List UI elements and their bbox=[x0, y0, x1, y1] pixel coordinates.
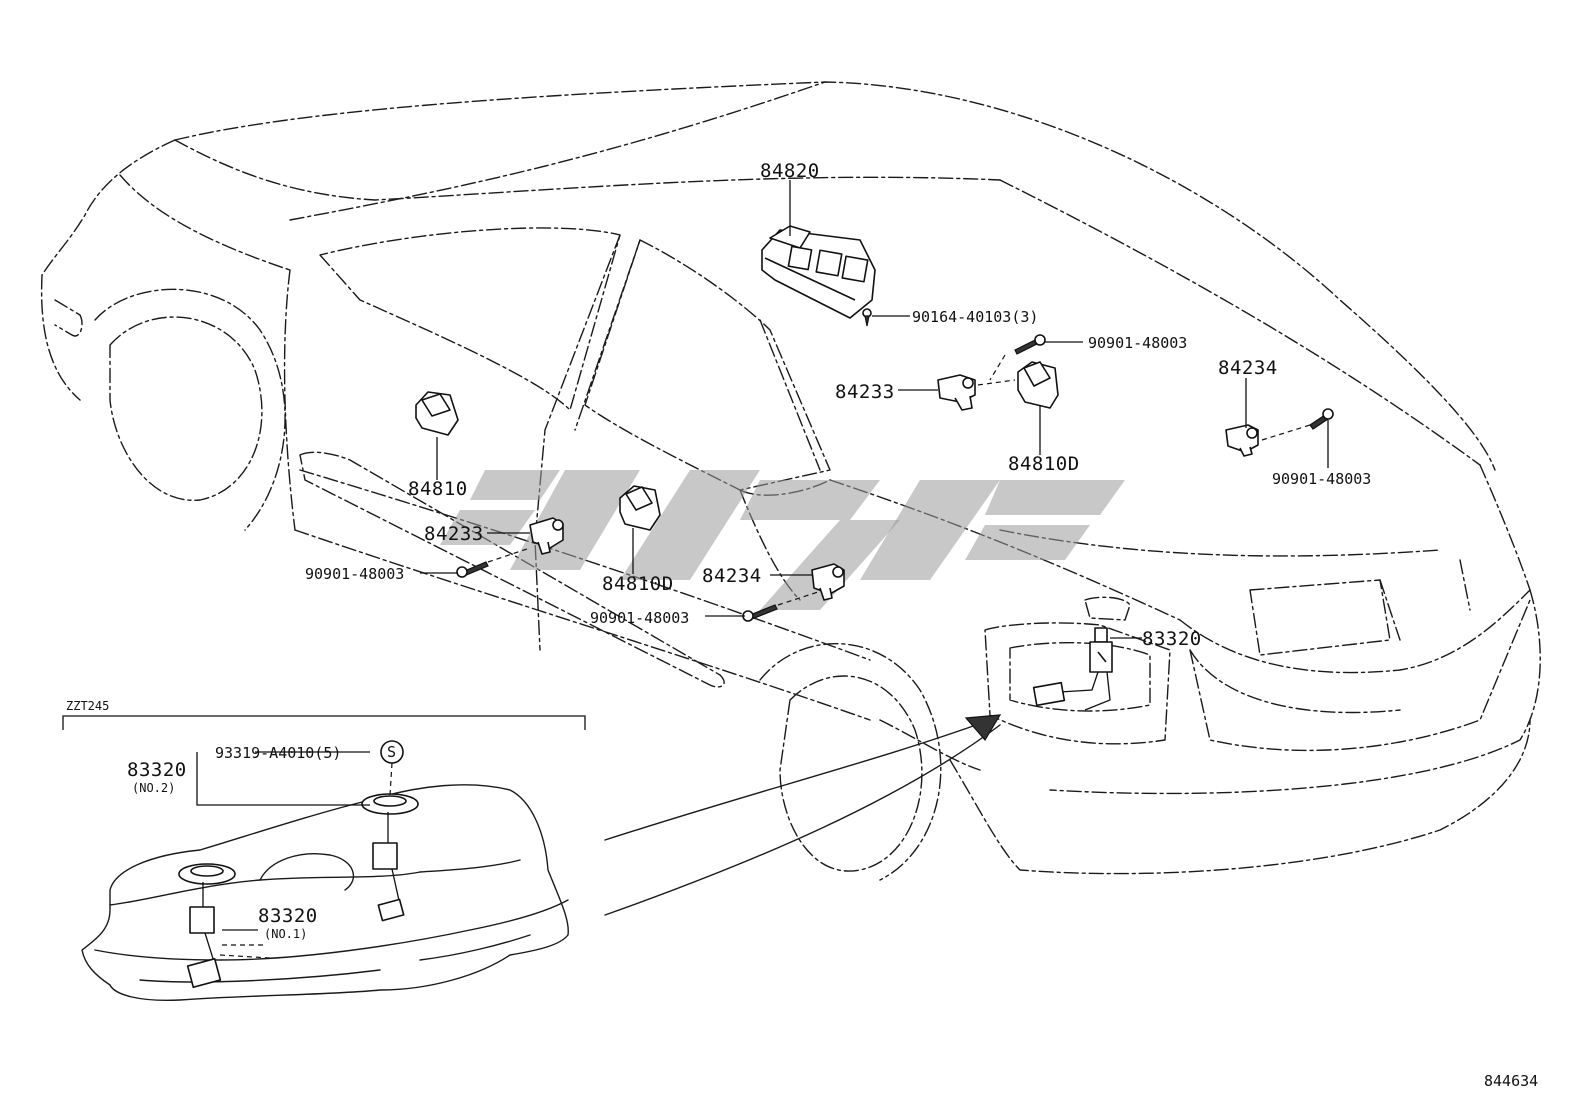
courtesy-switch-front-left[interactable] bbox=[529, 517, 564, 555]
label-83320-no2[interactable]: 83320 bbox=[127, 759, 187, 781]
label-90901-a[interactable]: 90901-48003 bbox=[1088, 334, 1187, 352]
label-84810d-right[interactable]: 84810D bbox=[1008, 453, 1080, 475]
label-84234-left[interactable]: 84234 bbox=[702, 565, 762, 587]
label-93319[interactable]: 93319-A4010(5) bbox=[215, 744, 341, 762]
label-84233-right[interactable]: 84233 bbox=[835, 381, 895, 403]
master-power-window-switch[interactable] bbox=[761, 225, 876, 319]
label-84820[interactable]: 84820 bbox=[760, 160, 820, 182]
courtesy-switch-rear-left[interactable] bbox=[811, 563, 845, 601]
bolt-icon bbox=[1309, 408, 1334, 430]
fuel-sender-gauge[interactable] bbox=[1032, 627, 1113, 711]
label-83320-no1[interactable]: 83320 bbox=[258, 905, 318, 927]
label-83320-no2-note: (NO.2) bbox=[132, 781, 175, 795]
label-84810d-left[interactable]: 84810D bbox=[602, 573, 674, 595]
car-body-outline bbox=[40, 81, 1541, 916]
screw-symbol-s: S bbox=[387, 743, 396, 761]
inset-fuel-tank bbox=[62, 715, 586, 1002]
courtesy-switch-front-right[interactable] bbox=[937, 374, 976, 411]
label-90164[interactable]: 90164-40103(3) bbox=[912, 308, 1038, 326]
label-84234-right[interactable]: 84234 bbox=[1218, 357, 1278, 379]
label-inset-model: ZZT245 bbox=[66, 699, 109, 713]
leader-lines bbox=[420, 180, 1329, 639]
label-83320-car[interactable]: 83320 bbox=[1142, 628, 1202, 650]
label-90901-b[interactable]: 90901-48003 bbox=[1272, 470, 1371, 488]
courtesy-switch-rear-right[interactable] bbox=[1225, 424, 1259, 457]
bolt-icon bbox=[456, 561, 489, 578]
label-90901-c[interactable]: 90901-48003 bbox=[305, 565, 404, 583]
master-switch-screw bbox=[862, 308, 872, 327]
window-switch-rear-right[interactable] bbox=[1017, 361, 1059, 409]
label-90901-d[interactable]: 90901-48003 bbox=[590, 609, 689, 627]
window-switch-rear-left[interactable] bbox=[619, 485, 661, 531]
part-labels: 84820 90164-40103(3) 90901-48003 84233 8… bbox=[66, 160, 1538, 1090]
label-84233-left[interactable]: 84233 bbox=[424, 523, 484, 545]
window-switch-front-left[interactable] bbox=[415, 391, 459, 436]
label-84810-left[interactable]: 84810 bbox=[408, 478, 468, 500]
label-83320-no1-note: (NO.1) bbox=[264, 927, 307, 941]
bolt-icon bbox=[742, 604, 778, 622]
bolt-icon bbox=[1014, 334, 1046, 355]
illustration-number: 844634 bbox=[1484, 1072, 1538, 1090]
